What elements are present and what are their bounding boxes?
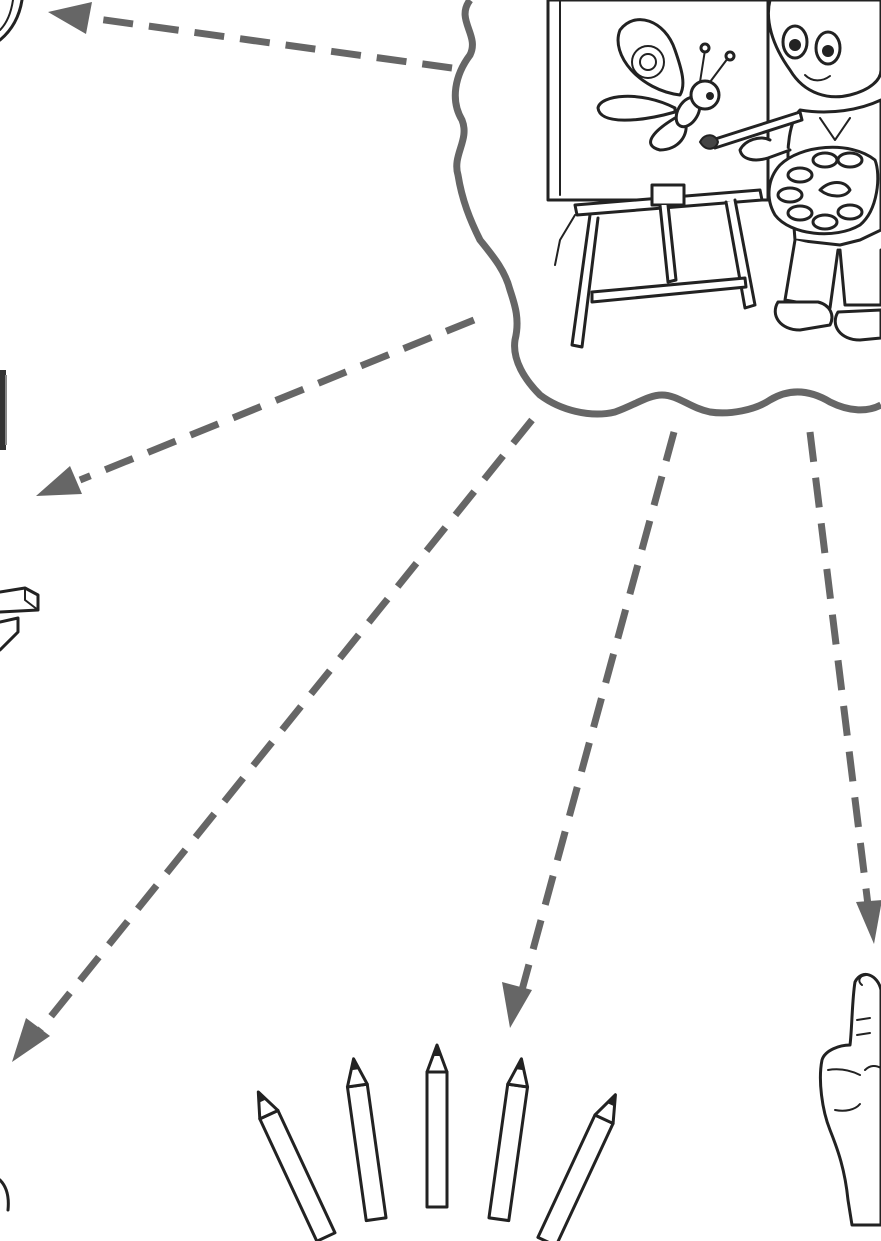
arrow-to-pencils bbox=[502, 431, 678, 1028]
pencil-5 bbox=[536, 1093, 617, 1241]
thought-cloud bbox=[451, 0, 881, 418]
butterfly-painting-icon bbox=[596, 18, 736, 152]
pencil-2 bbox=[345, 1057, 388, 1223]
pencil-3 bbox=[425, 1043, 449, 1209]
arrow-to-hand bbox=[806, 431, 881, 944]
hand-icon bbox=[818, 972, 881, 1227]
colored-pencils-icon bbox=[256, 1043, 617, 1241]
arrow-to-middle-left bbox=[36, 316, 476, 496]
pencil-1 bbox=[256, 1090, 337, 1241]
paint-palette-icon bbox=[767, 145, 880, 236]
arrow-to-top-left bbox=[48, 2, 453, 72]
partial-eraser-blocks-icon bbox=[0, 586, 40, 652]
partial-object-bottom-left-icon bbox=[0, 1178, 10, 1212]
partial-dark-object-icon bbox=[0, 370, 7, 450]
pencil-4 bbox=[487, 1057, 530, 1223]
arrow-to-bottom-left bbox=[12, 417, 535, 1062]
partial-circle-object-icon bbox=[0, 0, 24, 42]
paintbrush-icon bbox=[698, 110, 804, 150]
